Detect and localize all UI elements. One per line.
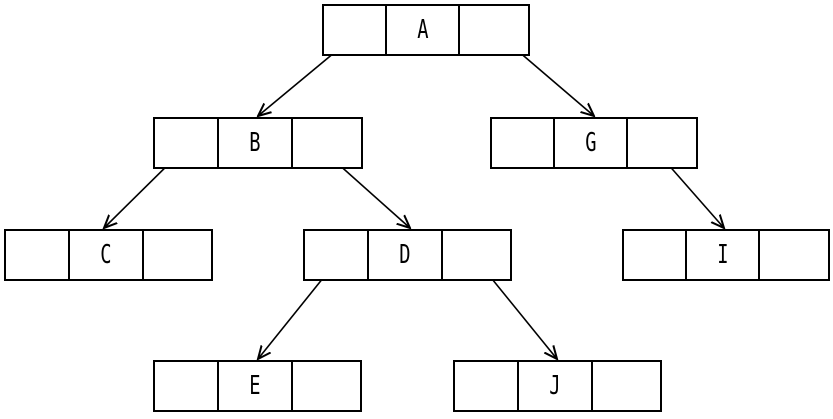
node-label: I: [716, 240, 729, 270]
tree-node-c: C: [4, 229, 213, 281]
tree-node-b: B: [153, 117, 363, 169]
tree-node-a: A: [322, 4, 530, 56]
right-pointer-cell: [443, 231, 510, 279]
right-pointer-cell: [293, 119, 361, 167]
right-pointer-cell: [460, 6, 528, 54]
node-key-cell: B: [219, 119, 293, 167]
left-pointer-cell: [155, 119, 219, 167]
right-pointer-cell: [593, 362, 660, 410]
tree-node-d: D: [303, 229, 512, 281]
node-key-cell: G: [555, 119, 628, 167]
node-key-cell: A: [387, 6, 460, 54]
right-pointer-cell: [293, 362, 360, 410]
right-pointer-cell: [628, 119, 696, 167]
left-pointer-cell: [305, 231, 369, 279]
tree-node-i: I: [622, 229, 830, 281]
node-key-cell: E: [219, 362, 293, 410]
tree-node-g: G: [490, 117, 698, 169]
node-label: D: [399, 240, 411, 270]
tree-node-j: J: [453, 360, 662, 412]
left-pointer-cell: [492, 119, 555, 167]
node-key-cell: I: [687, 231, 760, 279]
left-pointer-cell: [324, 6, 387, 54]
node-label: G: [584, 128, 597, 158]
right-pointer-cell: [144, 231, 211, 279]
left-pointer-cell: [155, 362, 219, 410]
node-key-cell: D: [369, 231, 443, 279]
node-key-cell: C: [70, 231, 144, 279]
node-label: C: [100, 240, 112, 270]
node-label: A: [416, 15, 429, 45]
right-pointer-cell: [760, 231, 828, 279]
node-label: E: [249, 371, 261, 401]
node-key-cell: J: [519, 362, 593, 410]
left-pointer-cell: [6, 231, 70, 279]
node-label: B: [249, 128, 261, 158]
node-label: J: [549, 371, 561, 401]
left-pointer-cell: [624, 231, 687, 279]
left-pointer-cell: [455, 362, 519, 410]
tree-node-e: E: [153, 360, 362, 412]
